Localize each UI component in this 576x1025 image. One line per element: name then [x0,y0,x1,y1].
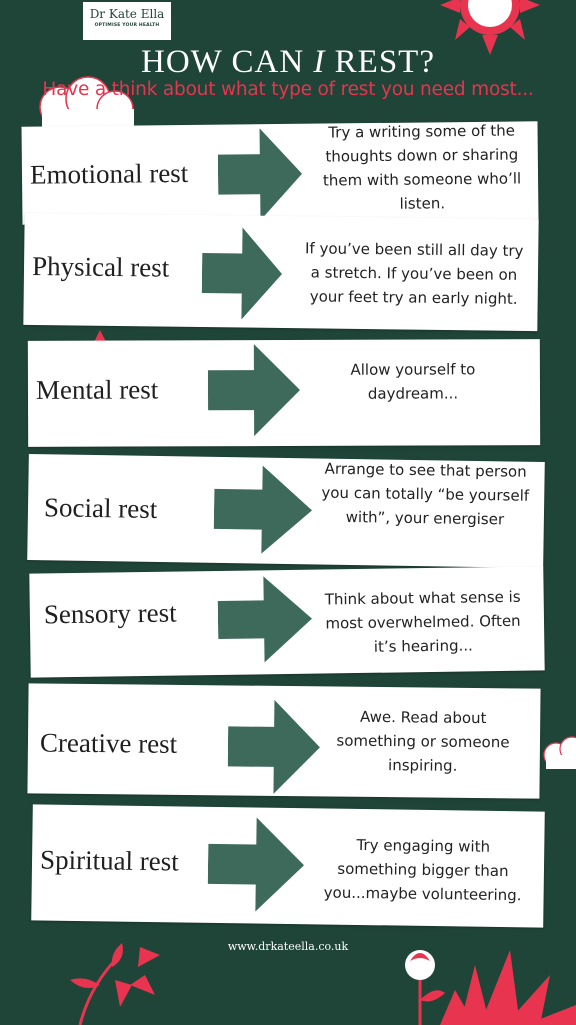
flower-icon [405,950,576,1025]
arrow-right-icon [217,576,312,663]
website-link[interactable]: www.drkateella.co.uk [227,940,349,953]
page-title-pre: HOW CAN [141,44,314,80]
arrow-right-icon [217,128,303,221]
rest-card-sensory: Sensory rest Think about what sense is m… [29,566,545,678]
rest-card-physical: Physical rest If you’ve been still all d… [23,212,539,332]
arrow-right-icon [227,699,320,794]
rest-card-label: Physical rest [31,250,170,283]
arrow-right-icon [201,227,282,320]
arrow-right-icon [213,465,313,554]
rest-card-spiritual: Spiritual rest Try engaging with somethi… [31,804,545,928]
page-subtitle: Have a think about what type of rest you… [42,79,534,100]
rest-card-description: Try engaging with something bigger than … [323,835,522,905]
logo-tagline: OPTIMISE YOUR HEALTH [94,23,160,28]
rest-card-label: Mental rest [35,374,159,405]
rest-card-label: Social rest [43,492,158,524]
rest-card-description: If you’ve been still all day try a stret… [304,239,524,308]
rest-card-label: Spiritual rest [39,844,179,877]
sun-icon [440,0,540,55]
logo: Dr Kate Ella OPTIMISE YOUR HEALTH [83,2,171,40]
rest-card-description: Arrange to see that person you can total… [321,459,530,529]
rest-card-description: Think about what sense is most overwhelm… [324,587,521,656]
rest-card-description: Allow yourself to daydream... [350,360,476,403]
rest-card-label: Sensory rest [43,597,177,630]
flower-icon [70,943,160,1025]
rest-card-description: Awe. Read about something or someone ins… [336,707,510,775]
rest-card-creative: Creative rest Awe. Read about something … [27,683,541,799]
page-title-emphasis: I [313,44,326,80]
logo-name: Dr Kate Ella [89,7,165,21]
rest-card-mental: Mental rest Allow yourself to daydream..… [27,339,541,447]
rest-card-label: Creative rest [39,727,178,759]
page-title-post: REST? [325,44,435,80]
rest-card-description: Try a writing some of the thoughts down … [322,121,522,213]
arrow-right-icon [207,344,300,437]
cloud-icon [543,736,576,769]
rest-card-social: Social rest Arrange to see that person y… [27,453,545,569]
arrow-right-icon [207,817,305,912]
page-title: HOW CAN I REST? [0,44,576,81]
rest-card-label: Emotional rest [29,157,189,190]
rest-card-emotional: Emotional rest Try a writing some of the… [21,121,539,225]
